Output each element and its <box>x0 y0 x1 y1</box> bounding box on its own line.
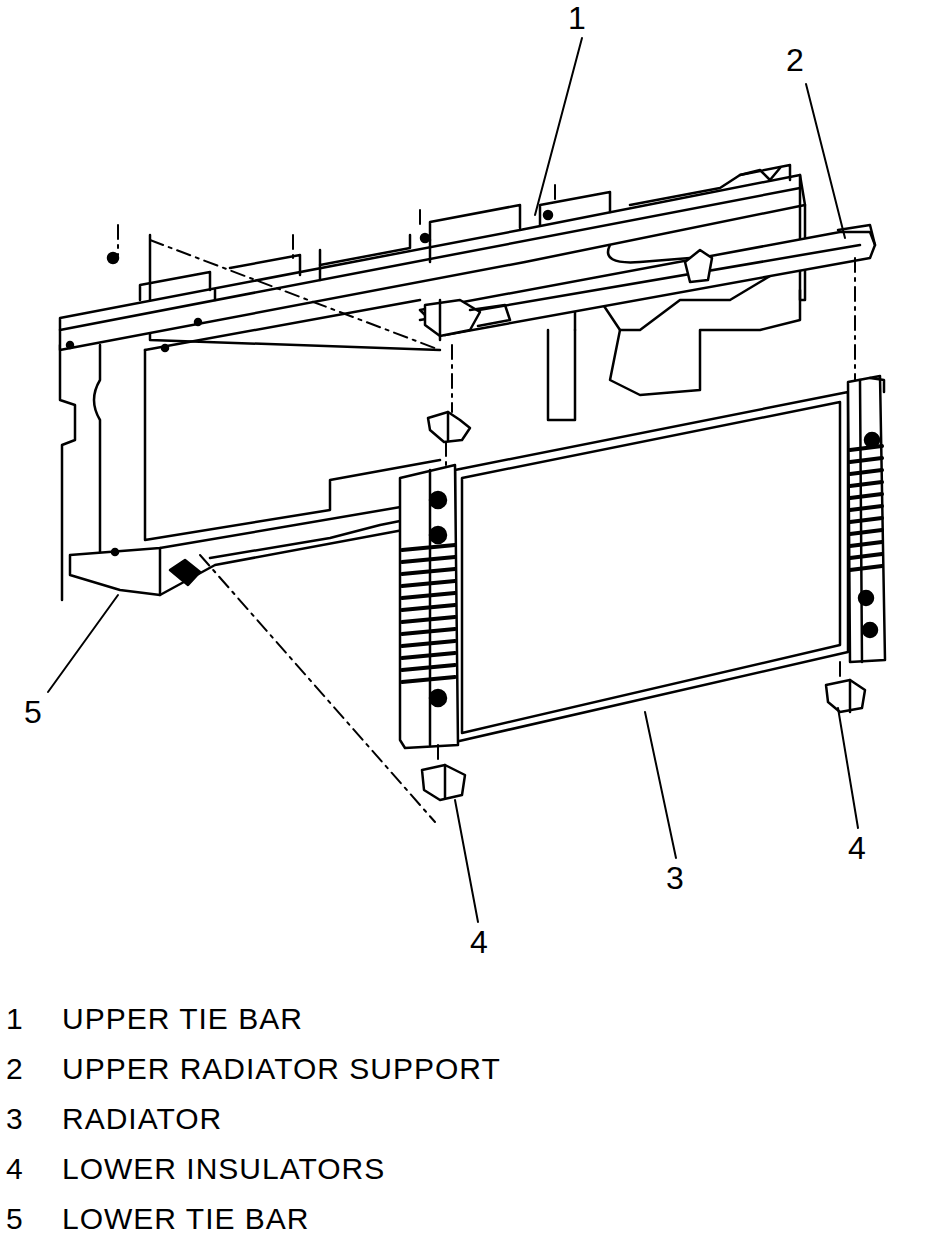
radiator-drawing <box>850 446 882 570</box>
radiator-drawing <box>430 690 446 706</box>
assembly-line <box>839 662 841 680</box>
part-name: RADIATOR <box>62 1104 222 1134</box>
upper-tie-bar-drawing <box>140 272 210 300</box>
lower-insulator-drawing <box>428 412 470 442</box>
radiator-drawing <box>402 446 882 682</box>
upper-radiator-support-drawing <box>425 300 480 336</box>
lower-tie-bar-drawing <box>170 560 200 585</box>
assembly-line <box>200 555 435 822</box>
assembly-line <box>419 210 421 230</box>
radiator-drawing <box>859 591 873 605</box>
upper-radiator-support-drawing <box>420 232 875 335</box>
radiator-support-frame <box>94 345 100 560</box>
radiator-drawing <box>430 492 446 508</box>
upper-tie-bar-drawing <box>230 255 300 275</box>
assembly-line <box>150 240 440 350</box>
part-name: LOWER TIE BAR <box>62 1204 310 1234</box>
callout-number: 2 <box>786 44 804 76</box>
leader-line <box>455 800 478 922</box>
legend-number: 2 <box>6 1054 24 1084</box>
lower-insulator-drawing <box>422 412 865 800</box>
radiator-drawing <box>400 465 458 748</box>
radiator-drawing <box>430 527 446 543</box>
upper-tie-bar-drawing <box>60 175 805 350</box>
callout-number: 4 <box>848 832 866 864</box>
upper-tie-bar-drawing <box>60 165 805 351</box>
radiator-drawing <box>462 402 840 733</box>
upper-tie-bar-drawing <box>162 345 168 351</box>
legend-number: 3 <box>6 1104 24 1134</box>
lower-tie-bar-drawing <box>70 502 430 595</box>
legend-number: 4 <box>6 1154 24 1184</box>
callout-number: 5 <box>24 696 42 728</box>
lower-insulator-drawing <box>422 765 465 800</box>
lower-insulator-drawing <box>444 765 447 798</box>
radiator-support-frame <box>610 290 800 395</box>
upper-tie-bar-drawing <box>108 253 118 263</box>
upper-tie-bar-drawing <box>421 234 429 242</box>
leader-line <box>535 38 582 215</box>
radiator-drawing <box>455 392 848 742</box>
assembly-line <box>451 345 453 412</box>
radiator-support-frame <box>608 245 690 262</box>
leader-line <box>48 595 118 692</box>
upper-tie-bar-drawing <box>215 240 430 300</box>
upper-tie-bar-drawing <box>320 235 410 265</box>
upper-tie-bar-drawing <box>540 192 610 225</box>
assembly-line <box>437 745 439 765</box>
lower-tie-bar-drawing <box>159 548 162 595</box>
leader-line <box>806 84 845 238</box>
callout-number: 1 <box>568 2 586 34</box>
radiator-drawing <box>400 376 885 748</box>
part-name: LOWER INSULATORS <box>62 1154 385 1184</box>
callout-number: 4 <box>470 926 488 958</box>
leader-line <box>48 38 858 922</box>
part-name: UPPER RADIATOR SUPPORT <box>62 1054 501 1084</box>
upper-tie-bar-drawing <box>544 211 552 219</box>
assembly-line <box>117 225 119 255</box>
assembly-line <box>118 185 855 822</box>
legend-number: 5 <box>6 1204 24 1234</box>
lower-insulator-drawing <box>849 680 852 712</box>
lower-insulator-drawing <box>447 412 450 440</box>
lower-tie-bar-drawing <box>112 549 118 555</box>
leader-line <box>838 708 858 828</box>
upper-tie-bar-drawing <box>67 342 73 348</box>
leader-line <box>645 712 676 858</box>
radiator-support-frame <box>548 330 575 420</box>
part-name: UPPER TIE BAR <box>62 1004 303 1034</box>
lower-tie-bar-drawing <box>70 502 430 595</box>
callout-number: 3 <box>666 862 684 894</box>
assembly-line <box>554 185 556 205</box>
legend-number: 1 <box>6 1004 24 1034</box>
lower-insulator-drawing <box>826 680 865 712</box>
assembly-line <box>854 258 856 380</box>
assembly-line <box>292 235 294 260</box>
upper-radiator-support-drawing <box>440 300 510 340</box>
radiator-drawing <box>402 545 455 682</box>
radiator-drawing <box>848 376 885 662</box>
radiator-drawing <box>863 623 877 637</box>
upper-tie-bar-drawing <box>195 319 201 325</box>
upper-radiator-support-drawing <box>685 250 712 282</box>
lower-tie-bar-drawing <box>210 515 430 558</box>
upper-tie-bar-drawing <box>740 168 780 180</box>
upper-radiator-support-drawing <box>420 225 875 340</box>
assembly-line <box>445 442 447 470</box>
upper-tie-bar-drawing <box>630 165 790 205</box>
upper-tie-bar-drawing <box>430 205 520 240</box>
radiator-drawing <box>870 378 884 392</box>
